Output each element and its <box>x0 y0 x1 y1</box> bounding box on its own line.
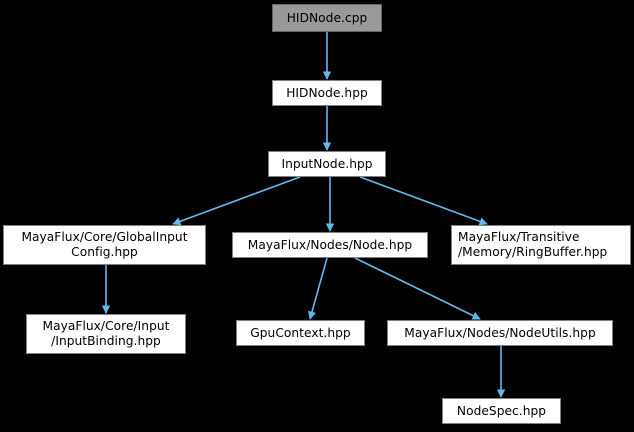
graph-node-label: MayaFlux/Transitive /Memory/RingBuffer.h… <box>458 230 608 259</box>
graph-node-hidnode-cpp[interactable]: HIDNode.cpp <box>272 4 382 32</box>
graph-node-label: HIDNode.cpp <box>286 10 368 25</box>
graph-node-nodespec-hpp[interactable]: NodeSpec.hpp <box>442 398 561 424</box>
edge-inputnode-hpp-to-globalinputconfig-hpp <box>172 176 301 226</box>
graph-node-label: MayaFlux/Nodes/Node.hpp <box>247 237 413 252</box>
graph-node-label: GpuContext.hpp <box>250 325 351 340</box>
graph-node-inputbinding-hpp[interactable]: MayaFlux/Core/Input /InputBinding.hpp <box>26 314 186 354</box>
graph-node-inputnode-hpp[interactable]: InputNode.hpp <box>268 151 386 177</box>
edge-node-hpp-to-nodeutils-hpp <box>354 257 481 320</box>
graph-node-gpucontext-hpp[interactable]: GpuContext.hpp <box>236 320 365 346</box>
edge-node-hpp-to-gpucontext-hpp <box>308 257 328 320</box>
graph-node-nodeutils-hpp[interactable]: MayaFlux/Nodes/NodeUtils.hpp <box>387 320 613 346</box>
graph-node-ringbuffer-hpp[interactable]: MayaFlux/Transitive /Memory/RingBuffer.h… <box>451 225 631 265</box>
graph-node-label: InputNode.hpp <box>281 156 373 171</box>
graph-node-label: MayaFlux/Core/Input /InputBinding.hpp <box>42 319 170 348</box>
graph-node-label: MayaFlux/Nodes/NodeUtils.hpp <box>404 325 596 340</box>
graph-node-hidnode-hpp[interactable]: HIDNode.hpp <box>272 80 382 106</box>
graph-node-label: NodeSpec.hpp <box>456 403 547 418</box>
graph-node-label: HIDNode.hpp <box>286 85 368 100</box>
graph-node-node-hpp[interactable]: MayaFlux/Nodes/Node.hpp <box>232 232 428 258</box>
graph-node-label: MayaFlux/Core/GlobalInput Config.hpp <box>21 230 188 259</box>
graph-node-globalinputconfig-hpp[interactable]: MayaFlux/Core/GlobalInput Config.hpp <box>3 225 206 265</box>
edge-inputnode-hpp-to-ringbuffer-hpp <box>359 176 488 226</box>
